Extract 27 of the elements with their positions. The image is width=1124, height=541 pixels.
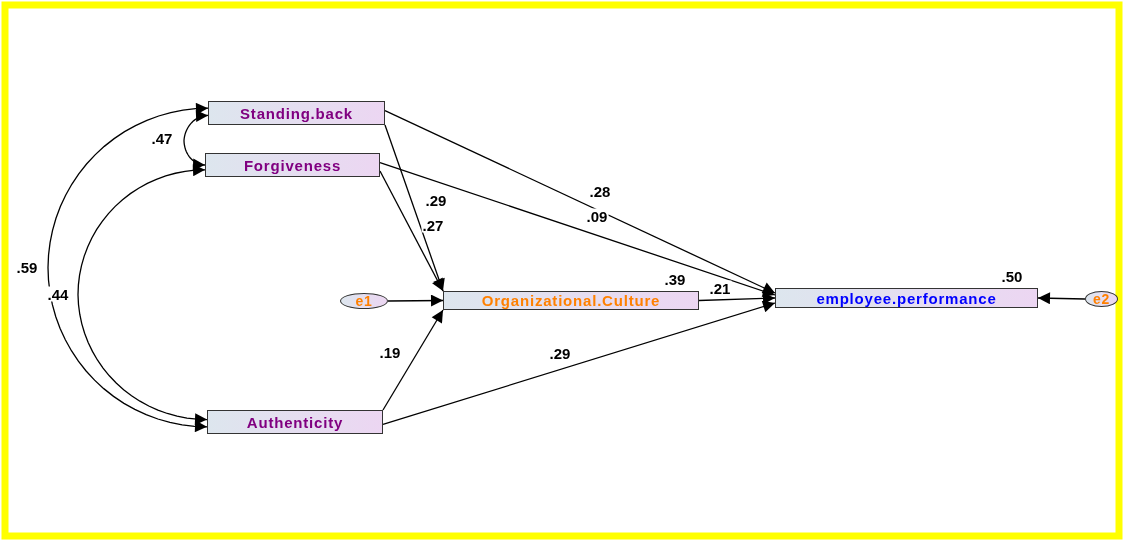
arrow xyxy=(379,170,444,292)
arrow xyxy=(382,300,776,426)
error-term-ellipse xyxy=(1085,291,1118,307)
variable-name: Authenticity xyxy=(246,414,344,430)
covariance-arrow xyxy=(47,102,209,433)
error-term-ellipse xyxy=(340,293,388,309)
variable-box xyxy=(205,153,380,177)
variable-name: e1 xyxy=(355,294,373,308)
variable-name: Organizational.Culture xyxy=(481,293,661,308)
variable-name: e2 xyxy=(1092,292,1111,306)
arrow xyxy=(387,294,444,307)
variable-name: Forgiveness xyxy=(243,157,342,173)
edge-label: .44 xyxy=(46,286,70,302)
variable-name: Standing.back xyxy=(240,105,353,121)
variable-box xyxy=(775,288,1038,308)
variable-box xyxy=(207,410,383,434)
covariance-arrow xyxy=(77,164,208,426)
arrow xyxy=(382,309,444,411)
variable-box xyxy=(443,291,699,310)
arrow xyxy=(698,292,776,305)
variable-name: employee.performance xyxy=(816,290,997,306)
arrow xyxy=(1037,292,1086,305)
edge-label: .09 xyxy=(585,208,609,224)
arrow xyxy=(384,109,776,294)
arrow xyxy=(384,124,445,292)
arrow xyxy=(379,161,776,297)
variable-box xyxy=(208,101,385,125)
